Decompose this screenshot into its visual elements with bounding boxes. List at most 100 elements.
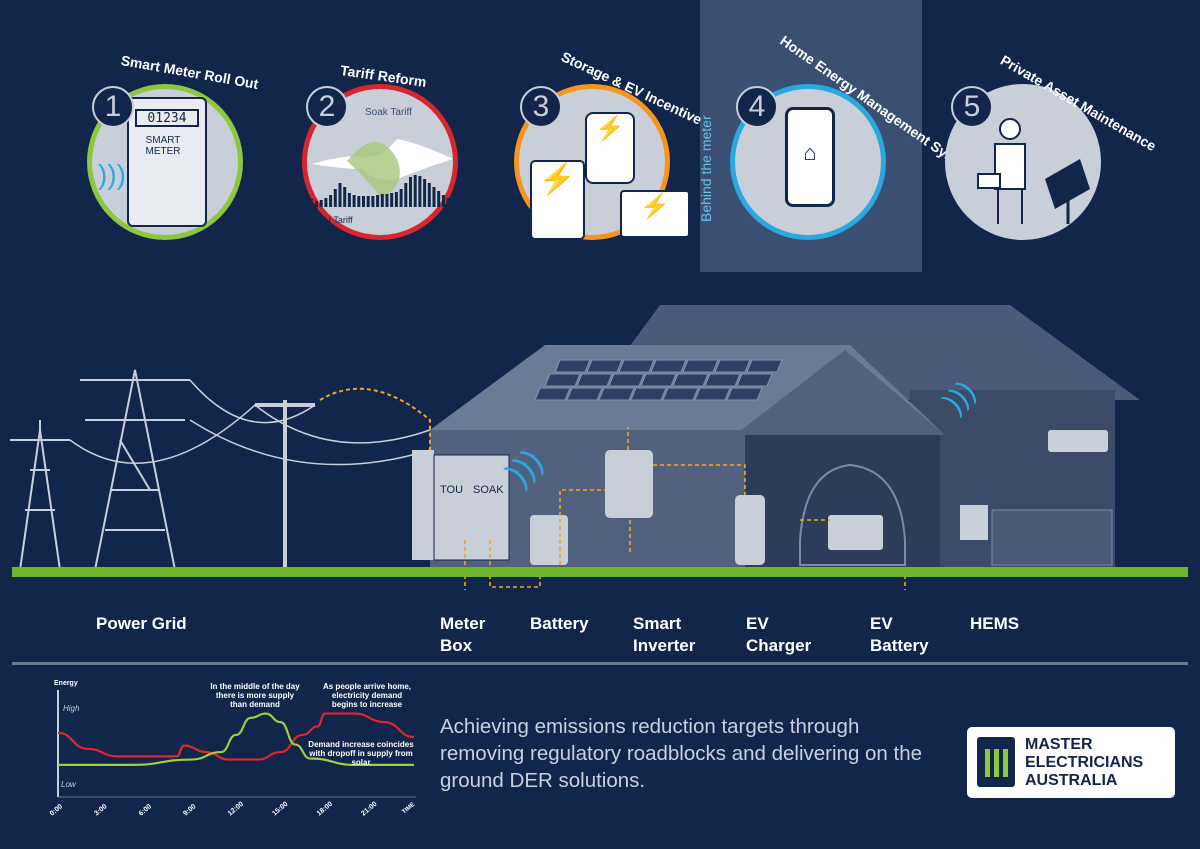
technician-solar-panel-icon [977,118,1090,224]
initiative-number: 3 [520,86,562,128]
tariff-bar [427,183,431,207]
y-tick-low: Low [61,780,77,789]
solar-panel [576,373,613,387]
initiative-number: 2 [306,86,348,128]
tariff-bar [347,193,351,207]
power-flow-lines [464,427,906,590]
tariff-bar [343,187,347,207]
x-axis-label: TIME [401,802,416,816]
tariff-bar [441,195,445,207]
tariff-bar [418,176,422,207]
series-line-supply-solar- [57,712,414,766]
initiative-number: 1 [92,86,134,128]
meter-text: SMART METER [145,135,181,157]
solar-panel [746,359,783,373]
tariff-bar [437,191,441,207]
solar-panel [714,359,751,373]
meter-box [412,450,510,561]
meter-tou: TOU [440,484,463,496]
solar-panel [682,359,719,373]
solar-panel [640,373,677,387]
tariff-bar [315,201,318,207]
x-tick-label: 3:00 [93,803,108,817]
tariff-bar [333,189,337,207]
smartphone-home-icon: ⌂ [785,107,835,207]
ev-battery-unit [828,515,883,550]
label-hems: HEMS [970,614,1020,633]
tariff-bar [366,196,370,207]
solar-panel [608,373,645,387]
ev-charger-unit [735,495,765,565]
ground-line [12,567,1188,577]
logo-text: ELECTRICIANS [1025,754,1144,771]
solar-panel [736,373,773,387]
tariff-bar [423,179,427,207]
tariff-bar [324,198,328,207]
home-battery-icon: ⚡ [620,190,690,238]
x-tick-label: 0:00 [49,803,64,817]
meter-reading: 01234 [135,109,199,127]
solar-panel [618,359,655,373]
tariff-bar [376,195,380,207]
tariff-bar [362,196,365,207]
label-ev-charger: EV Charger [746,614,812,655]
wifi-icon: ))) [98,159,126,190]
solar-panel [650,359,687,373]
solar-panel [534,387,571,401]
tariff-bar [413,175,417,207]
tariff-bar [357,196,361,207]
tariff-bar [385,194,389,207]
label-smart-inverter: Smart Inverter [633,614,696,655]
label-ev-battery: EV Battery [870,614,929,655]
tariff-bar [352,195,356,207]
y-axis-label: Energy [54,680,78,687]
tariff-bar [399,189,403,207]
transmission-tower [10,369,431,571]
tariff-bar [446,198,450,207]
solar-panel [662,387,699,401]
solar-panel [630,387,667,401]
initiative-number: 5 [951,86,993,128]
logo-mark [977,737,1015,787]
appliances [991,509,1113,566]
tariff-bar [409,177,412,207]
battery-unit [530,515,568,565]
car-outline [799,463,906,566]
meter-soak: SOAK [473,484,504,496]
chart-annotation: As people arrive home, electricity deman… [322,682,412,709]
logo-text: MASTER [1025,736,1093,753]
energy-scene: TOU SOAK [10,305,1188,590]
x-tick-label: 15:00 [271,801,289,818]
label-battery: Battery [530,614,589,633]
x-tick-label: 12:00 [227,801,245,818]
tariff-bar [338,183,342,207]
solar-panel [672,373,709,387]
tagline: Achieving emissions reduction targets th… [440,715,923,792]
hems-unit [960,505,988,540]
label-power-grid: Power Grid [96,614,187,633]
ev-charger-icon: ⚡ [585,112,635,184]
y-tick-high: High [63,704,80,713]
tariff-bar [394,192,398,207]
x-tick-label: 18:00 [316,801,334,818]
solar-panel [704,373,741,387]
tariff-bar [432,187,436,207]
x-tick-label: 6:00 [138,803,153,817]
soak-tariff-label: Soak Tariff [365,107,412,118]
x-tick-label: 21:00 [360,801,378,818]
air-conditioner [1048,430,1108,452]
solar-panel-array [534,359,783,401]
initiative-title: Smart Meter Roll Out [119,52,260,92]
dollar-label: $ [309,197,315,207]
chart-annotation: Demand increase coincides with dropoff i… [308,740,414,767]
tariff-bar [329,195,333,207]
battery-icon: ⚡ [530,160,585,240]
solar-panel [586,359,623,373]
behind-the-meter-label: Behind the meter [698,115,714,222]
solar-panel [554,359,591,373]
tariff-bar [390,193,394,207]
tariff-graphic [312,139,453,207]
power-flow-line [319,387,431,460]
tariff-bar [371,196,375,207]
